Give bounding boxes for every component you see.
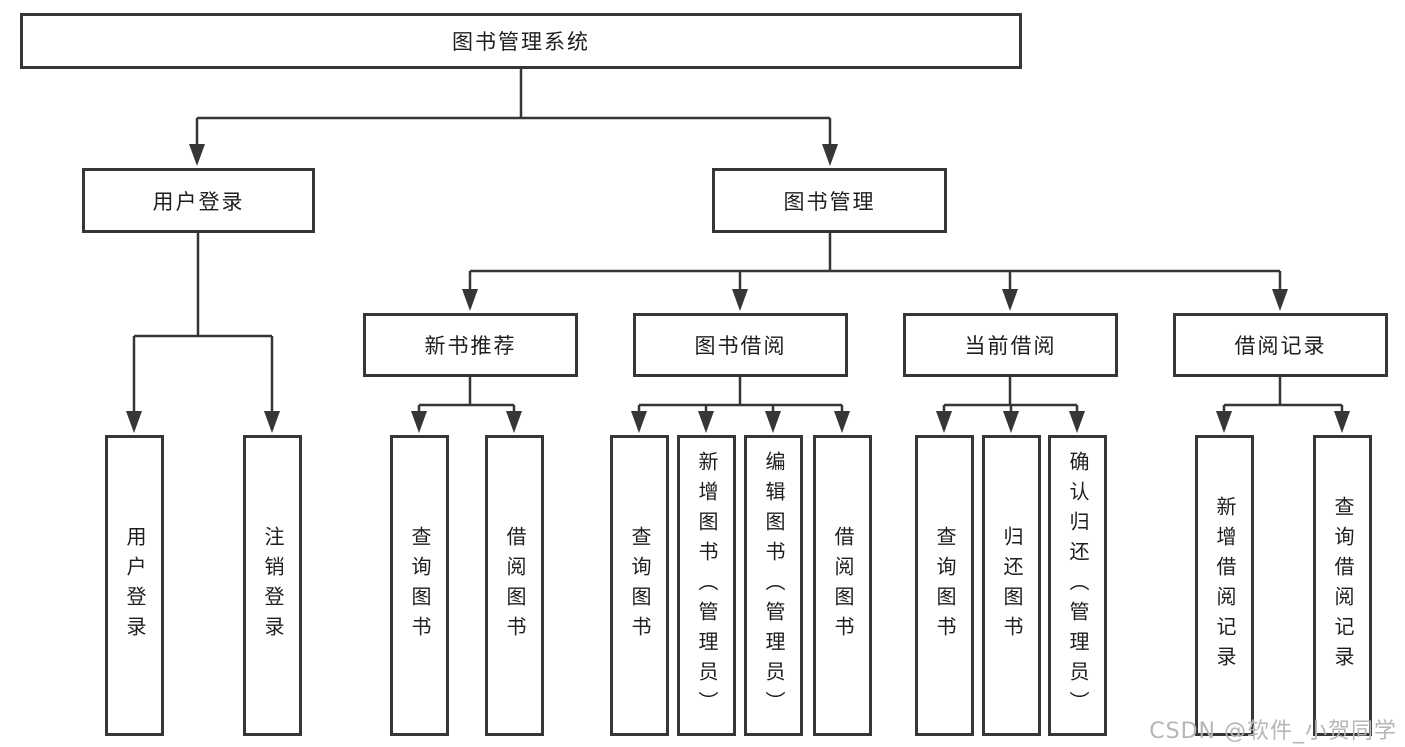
leaf-confirm-return-admin-label: 确认归还（管理员） bbox=[1066, 450, 1090, 721]
arrowhead bbox=[506, 411, 522, 433]
node-book-borrowing: 图书借阅 bbox=[633, 313, 848, 377]
leaf-user-login: 用户登录 bbox=[105, 435, 164, 736]
arrowhead bbox=[765, 411, 781, 433]
leaf-borrow-books: 借阅图书 bbox=[813, 435, 872, 736]
node-book-management-label: 图书管理 bbox=[783, 189, 876, 214]
arrowhead bbox=[1003, 411, 1019, 433]
leaf-return-book-label: 归还图书 bbox=[1000, 525, 1024, 646]
arrowhead bbox=[1334, 411, 1350, 433]
arrowhead bbox=[411, 411, 427, 433]
leaf-add-book-admin: 新增图书（管理员） bbox=[677, 435, 736, 736]
watermark: CSDN @软件_小贺同学 bbox=[1149, 719, 1397, 744]
leaf-add-book-admin-label: 新增图书（管理员） bbox=[695, 450, 719, 721]
leaf-query-books-current: 查询图书 bbox=[915, 435, 974, 736]
node-borrowing-records: 借阅记录 bbox=[1173, 313, 1388, 377]
arrowhead bbox=[126, 411, 142, 433]
arrowhead bbox=[264, 411, 280, 433]
connector-paths bbox=[132, 69, 1344, 415]
leaf-logout-label: 注销登录 bbox=[261, 525, 285, 646]
leaf-return-book: 归还图书 bbox=[982, 435, 1041, 736]
leaf-logout: 注销登录 bbox=[243, 435, 302, 736]
arrowhead bbox=[189, 144, 205, 166]
arrowhead bbox=[936, 411, 952, 433]
arrowhead bbox=[462, 289, 478, 311]
arrowhead bbox=[1272, 289, 1288, 311]
leaf-query-borrow-record: 查询借阅记录 bbox=[1313, 435, 1372, 736]
leaf-confirm-return-admin: 确认归还（管理员） bbox=[1048, 435, 1107, 736]
leaf-edit-book-admin: 编辑图书（管理员） bbox=[744, 435, 803, 736]
leaf-query-books-borrow: 查询图书 bbox=[610, 435, 669, 736]
node-root: 图书管理系统 bbox=[20, 13, 1022, 69]
node-user-login-label: 用户登录 bbox=[152, 189, 245, 214]
leaf-borrow-books-recommend-label: 借阅图书 bbox=[503, 525, 527, 646]
leaf-borrow-books-recommend: 借阅图书 bbox=[485, 435, 544, 736]
leaf-user-login-label: 用户登录 bbox=[123, 525, 147, 646]
leaf-query-books-current-label: 查询图书 bbox=[933, 525, 957, 646]
arrowhead bbox=[1216, 411, 1232, 433]
leaf-borrow-books-label: 借阅图书 bbox=[831, 525, 855, 646]
node-new-book-recommend-label: 新书推荐 bbox=[424, 334, 517, 358]
arrowhead bbox=[732, 289, 748, 311]
arrowhead bbox=[698, 411, 714, 433]
node-borrowing-records-label: 借阅记录 bbox=[1234, 334, 1327, 358]
leaf-query-books-recommend-label: 查询图书 bbox=[408, 525, 432, 646]
leaf-add-borrow-record-label: 新增借阅记录 bbox=[1213, 495, 1237, 676]
arrowhead bbox=[834, 411, 850, 433]
arrowhead bbox=[631, 411, 647, 433]
node-book-management: 图书管理 bbox=[712, 168, 947, 233]
leaf-add-borrow-record: 新增借阅记录 bbox=[1195, 435, 1254, 736]
leaf-edit-book-admin-label: 编辑图书（管理员） bbox=[762, 450, 786, 721]
arrowhead bbox=[1002, 289, 1018, 311]
leaf-query-borrow-record-label: 查询借阅记录 bbox=[1331, 495, 1355, 676]
node-book-borrowing-label: 图书借阅 bbox=[694, 334, 787, 358]
node-user-login: 用户登录 bbox=[82, 168, 315, 233]
leaf-query-books-borrow-label: 查询图书 bbox=[628, 525, 652, 646]
node-new-book-recommend: 新书推荐 bbox=[363, 313, 578, 377]
arrowhead bbox=[1069, 411, 1085, 433]
node-current-borrowing-label: 当前借阅 bbox=[964, 334, 1057, 358]
arrowhead bbox=[822, 144, 838, 166]
leaf-query-books-recommend: 查询图书 bbox=[390, 435, 449, 736]
node-root-label: 图书管理系统 bbox=[452, 30, 590, 54]
node-current-borrowing: 当前借阅 bbox=[903, 313, 1118, 377]
